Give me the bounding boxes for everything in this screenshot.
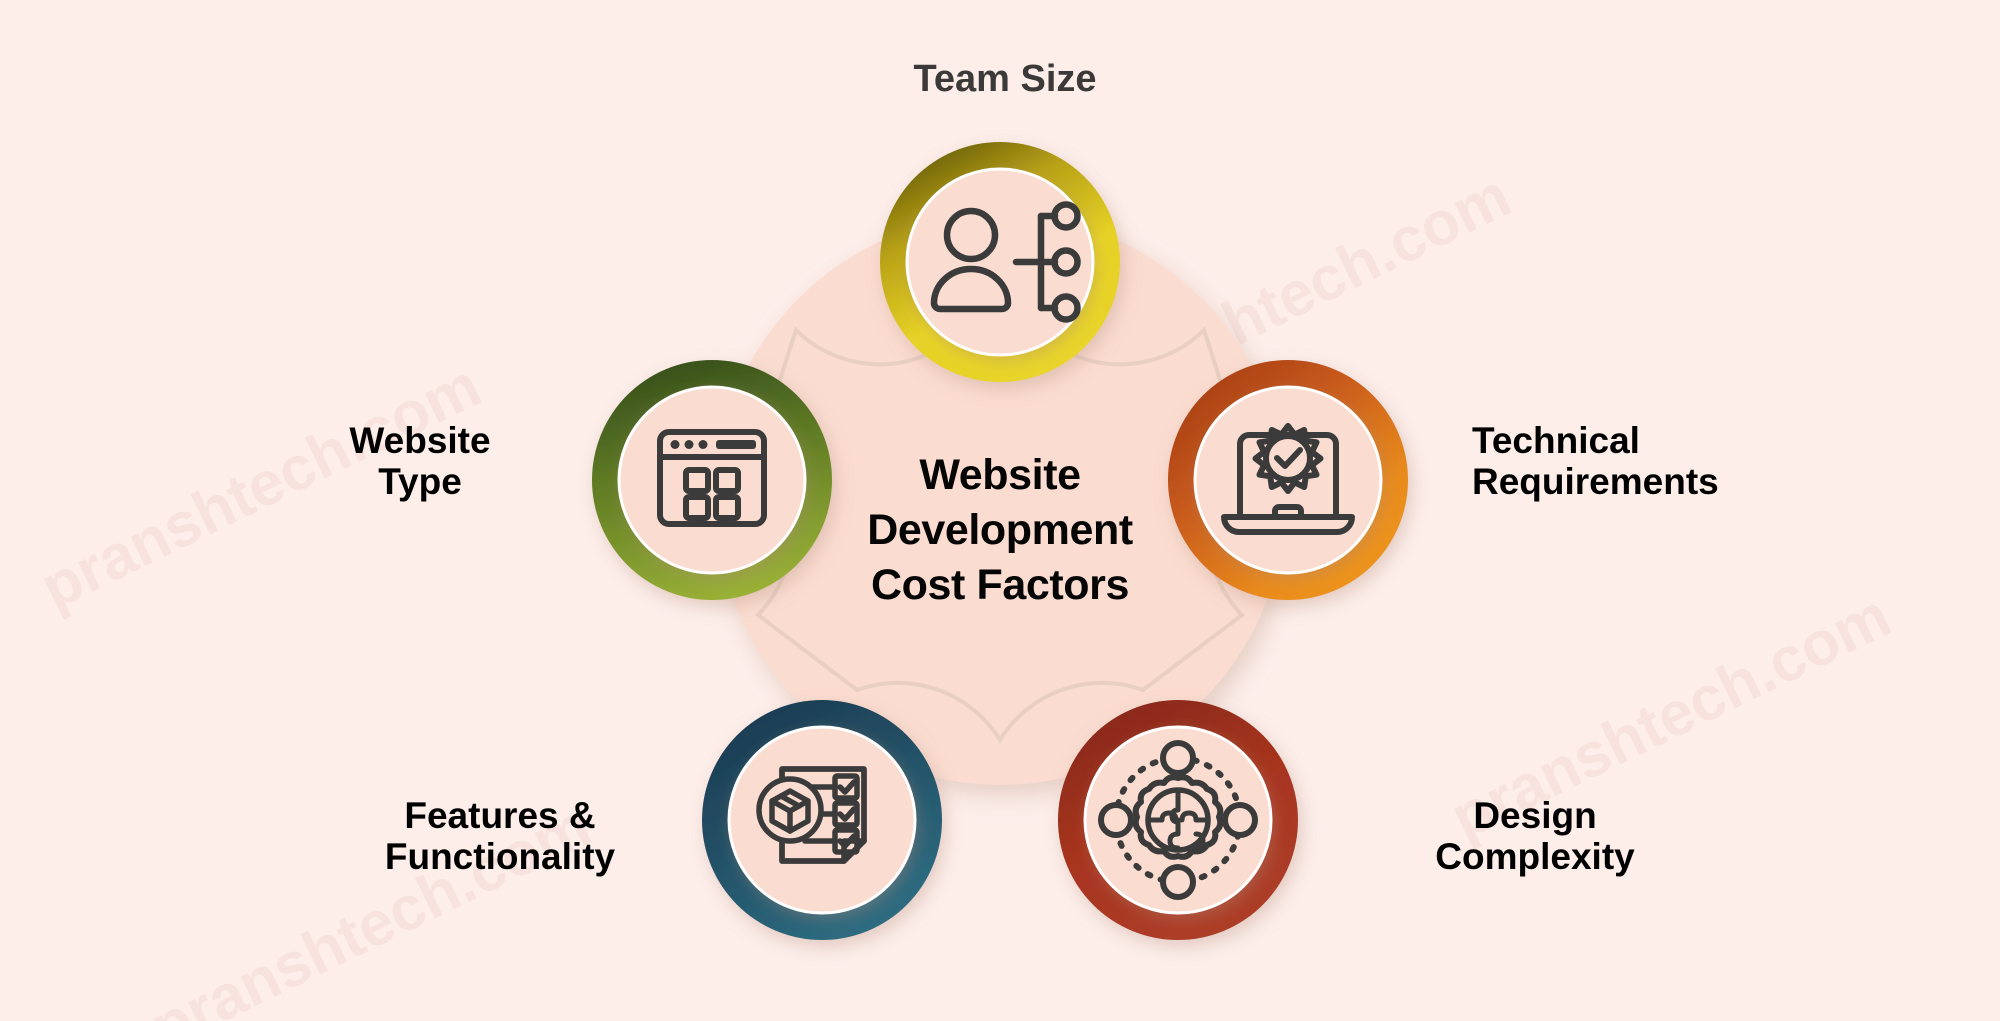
- hub-pentagon-outline: [754, 244, 1246, 744]
- node-label-design-complexity: Design Complexity: [1435, 795, 1635, 878]
- node-features-functionality[interactable]: [702, 700, 942, 940]
- global-gear-network-icon: [1098, 740, 1258, 900]
- org-chart-person-icon: [930, 201, 1081, 323]
- node-design-complexity[interactable]: [1058, 700, 1298, 940]
- node-label-technical-requirements: Technical Requirements: [1472, 420, 1719, 503]
- node-inner-disc-team-size: [905, 167, 1095, 357]
- hub-disc-group: [715, 215, 1285, 785]
- node-website-type[interactable]: [592, 360, 832, 600]
- node-inner-disc-website-type: [617, 385, 807, 575]
- hub-title: Website Development Cost Factors: [867, 451, 1133, 610]
- node-label-website-type: Website Type: [349, 420, 491, 503]
- laptop-gear-check-icon: [1221, 423, 1355, 535]
- hub-disc: [715, 215, 1285, 785]
- node-team-size[interactable]: [880, 142, 1120, 382]
- browser-window-layout-icon: [657, 429, 767, 527]
- node-technical-requirements[interactable]: [1168, 360, 1408, 600]
- node-label-team-size: Team Size: [913, 58, 1097, 100]
- node-label-features-functionality: Features & Functionality: [384, 795, 616, 878]
- checklist-box-icon: [756, 766, 867, 864]
